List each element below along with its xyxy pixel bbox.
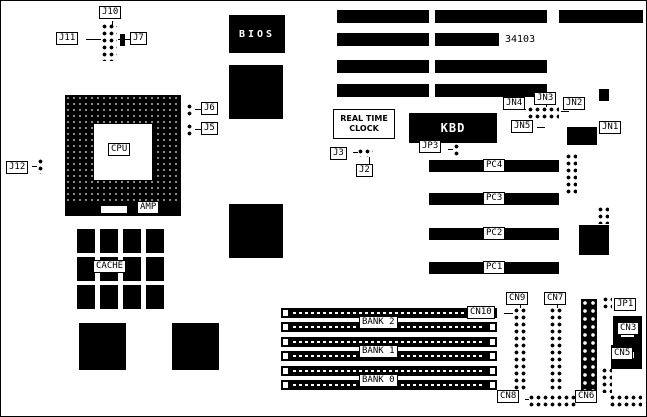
pci-slot-label-pc3: PC3	[483, 192, 506, 205]
cn7-pin-header	[549, 307, 563, 391]
label-cn8: CN8	[497, 390, 520, 403]
label-cache: CACHE	[93, 260, 127, 273]
cache-chip	[146, 229, 164, 253]
label-j3: J3	[330, 147, 347, 160]
isa-slot-bar	[337, 33, 429, 46]
cpu-socket-window	[93, 123, 153, 181]
label-jn4: JN4	[503, 97, 526, 110]
rtc-chip: REAL TIME CLOCK	[333, 109, 395, 139]
label-cn3: CN3	[617, 322, 640, 335]
bios-chip-label: BIOS	[238, 28, 276, 40]
pin-header	[609, 394, 642, 407]
label-j7: J7	[130, 32, 147, 45]
label-jn5: JN5	[511, 120, 534, 133]
pci-slot-label-pc1: PC1	[483, 261, 506, 274]
cache-chip	[123, 229, 141, 253]
label-j12: J12	[6, 161, 29, 174]
ic-chip	[229, 65, 283, 119]
bank-label-1: BANK 1	[359, 345, 398, 358]
label-j6: J6	[201, 102, 218, 115]
pci-slot-label-pc2: PC2	[483, 227, 506, 240]
cn6-connector	[581, 299, 597, 391]
label-cpu: CPU	[108, 143, 131, 156]
jp1-pin-header	[602, 296, 612, 309]
label-cn6: CN6	[575, 390, 598, 403]
ic-chip	[599, 89, 609, 101]
simm-slot	[281, 337, 497, 347]
cache-chip	[77, 229, 95, 253]
label-j5: J5	[201, 122, 218, 135]
cache-chip	[100, 285, 118, 309]
pin-header	[186, 103, 194, 116]
label-j10: J10	[99, 6, 122, 19]
pin-header	[565, 153, 577, 195]
isa-slot-bar	[435, 60, 547, 73]
cache-chip	[123, 285, 141, 309]
ic-chip	[172, 323, 219, 370]
pin-header	[527, 106, 559, 121]
bank-label-0: BANK 0	[359, 374, 398, 387]
pin-header	[120, 34, 125, 46]
label-jn1: JN1	[599, 121, 622, 134]
bank-label-2: BANK 2	[359, 316, 398, 329]
isa-slot-bar	[337, 60, 429, 73]
cn9-pin-header	[513, 307, 527, 391]
pin-header	[357, 148, 373, 157]
board-part-number: 34103	[505, 34, 536, 45]
pci-slot-label-pc4: PC4	[483, 159, 506, 172]
cache-chip	[77, 257, 95, 281]
pin-header	[101, 23, 117, 61]
label-jn3: JN3	[534, 92, 557, 105]
cache-chip	[146, 285, 164, 309]
ic-chip	[579, 225, 609, 255]
cache-chip	[146, 257, 164, 281]
jn1-connector	[567, 127, 597, 145]
bios-chip: BIOS	[229, 15, 285, 53]
pin-header	[37, 158, 45, 174]
label-cn5: CN5	[611, 347, 634, 360]
simm-slot	[281, 366, 497, 376]
label-jp3: JP3	[419, 140, 442, 153]
isa-slot-bar	[337, 84, 429, 97]
keyboard-controller-chip: KBD	[409, 113, 497, 143]
isa-slot-bar	[435, 10, 547, 23]
isa-slot-bar	[559, 10, 643, 23]
kbd-chip-label: KBD	[440, 121, 466, 135]
cache-chip	[123, 257, 141, 281]
label-j2: J2	[356, 164, 373, 177]
label-cn9: CN9	[506, 292, 529, 305]
label-jp1: JP1	[614, 298, 637, 311]
cache-chip	[77, 285, 95, 309]
label-j11: J11	[56, 32, 79, 45]
ic-chip	[229, 204, 283, 258]
isa-slot-bar	[435, 33, 499, 46]
label-amp: AMP	[137, 201, 160, 214]
pin-header	[186, 123, 194, 136]
pin-header	[601, 367, 612, 393]
pin-header	[453, 143, 461, 157]
rtc-label-line2: CLOCK	[349, 124, 379, 133]
label-cn7: CN7	[544, 292, 567, 305]
pin-header	[597, 206, 609, 224]
label-cn10: CN10	[467, 306, 495, 319]
isa-slot-bar	[337, 10, 429, 23]
cache-chip	[100, 229, 118, 253]
isa-slot-bar	[435, 84, 547, 97]
ic-chip	[79, 323, 126, 370]
cn8-pin-header	[528, 394, 577, 407]
amp-connector-notch	[101, 206, 127, 213]
label-jn2: JN2	[563, 97, 586, 110]
rtc-label-line1: REAL TIME	[340, 114, 388, 123]
